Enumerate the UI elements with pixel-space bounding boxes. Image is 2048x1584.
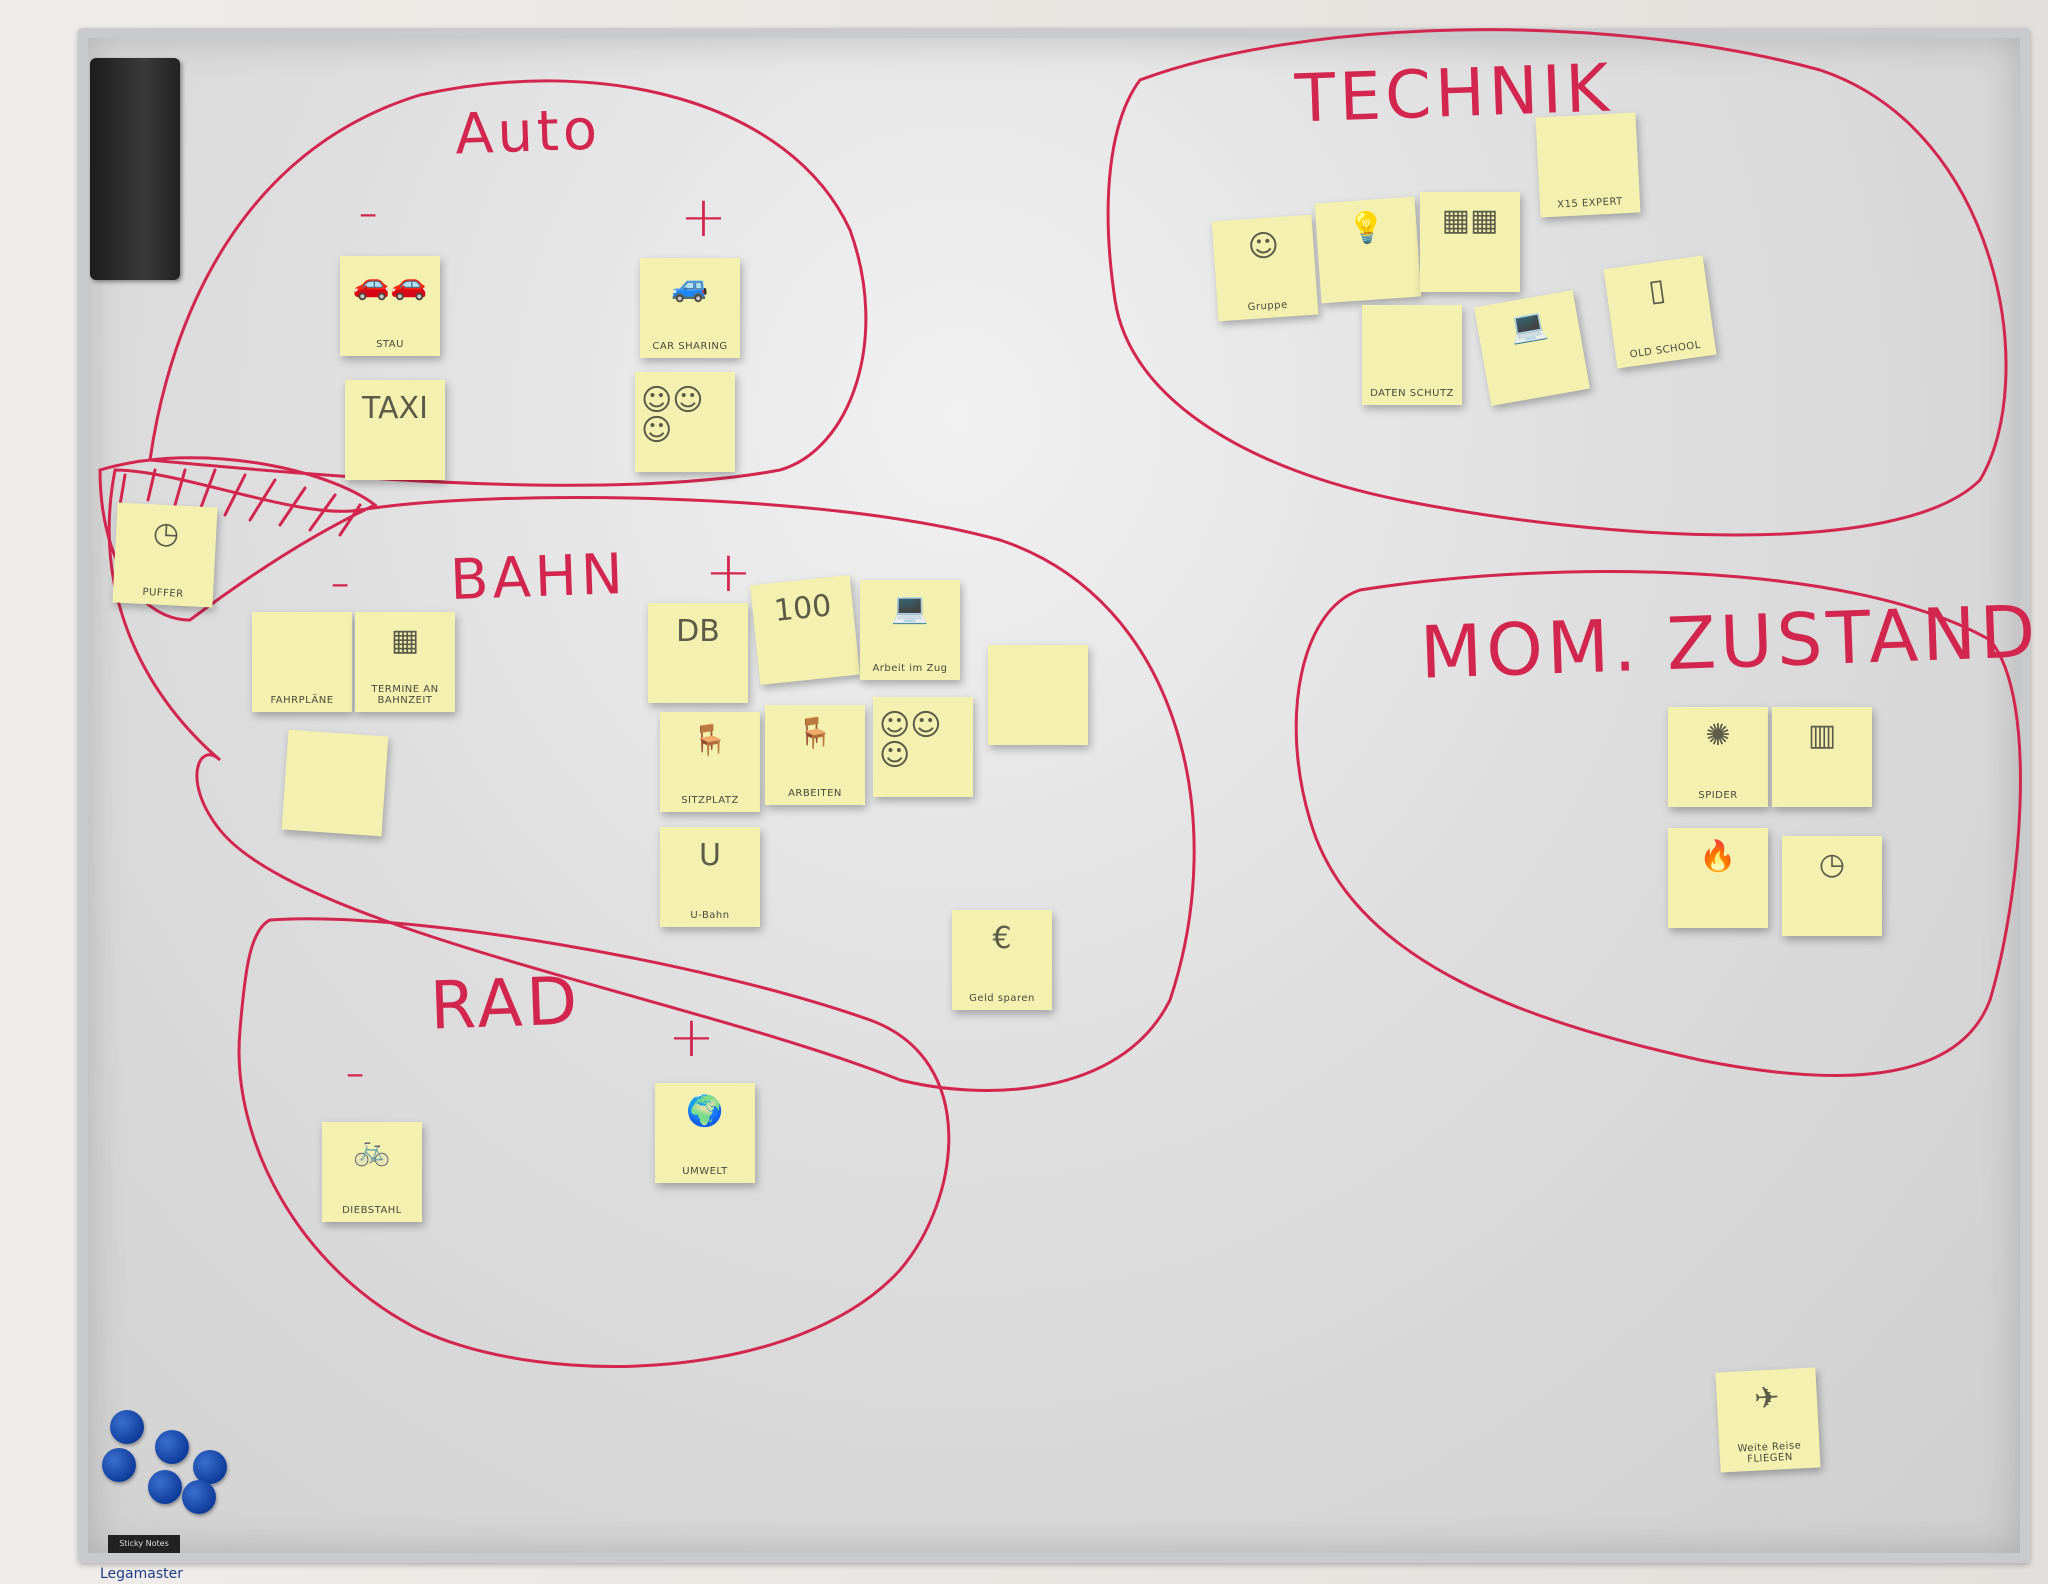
sticky-note[interactable]: 🔥 — [1668, 828, 1768, 928]
sticky-note[interactable]: ▦▦ — [1420, 192, 1520, 292]
sticky-note[interactable]: X15 EXPERT — [1535, 112, 1641, 218]
auto-minus-sign: - — [358, 180, 379, 245]
rad-plus-sign: + — [668, 1005, 715, 1070]
auto-plus-sign: + — [680, 185, 727, 250]
magnet[interactable] — [182, 1480, 216, 1514]
sticky-note[interactable]: ☺ Gruppe — [1211, 214, 1319, 322]
bahn-minus-sign: - — [330, 550, 351, 615]
sticky-note[interactable] — [988, 645, 1088, 745]
sticky-note[interactable]: ◷ PUFFER — [112, 502, 218, 608]
heading-rad: RAD — [428, 962, 583, 1045]
brand-logo: Legamaster — [100, 1566, 184, 1582]
magnet[interactable] — [102, 1448, 136, 1482]
sticky-note[interactable]: 💻 Arbeit im Zug — [860, 580, 960, 680]
sticky-note[interactable]: ▯ OLD SCHOOL — [1603, 255, 1717, 369]
sticky-note[interactable]: 🪑 SITZPLATZ — [660, 712, 760, 812]
magnet[interactable] — [110, 1410, 144, 1444]
magnet[interactable] — [193, 1450, 227, 1484]
sticky-note[interactable]: ✈ Weite Reise FLIEGEN — [1715, 1367, 1821, 1473]
sticky-note[interactable]: 🌍 UMWELT — [655, 1083, 755, 1183]
sticky-note[interactable]: 💡 — [1314, 196, 1422, 304]
heading-auto: Auto — [453, 97, 603, 168]
sticky-note[interactable]: ☺☺☺ — [635, 372, 735, 472]
sticky-note[interactable] — [281, 729, 389, 837]
sticky-note[interactable]: 🪑 ARBEITEN — [765, 705, 865, 805]
sticky-note[interactable]: 🚗🚗 STAU — [340, 256, 440, 356]
board-eraser — [90, 58, 180, 280]
sticky-note[interactable]: ◷ — [1782, 836, 1882, 936]
sticky-note[interactable]: ▥ — [1772, 707, 1872, 807]
magnet[interactable] — [155, 1430, 189, 1464]
sticky-note[interactable]: U U-Bahn — [660, 827, 760, 927]
tray-label: Sticky Notes — [108, 1535, 180, 1553]
sticky-note[interactable]: DATEN SCHUTZ — [1362, 305, 1462, 405]
sticky-note[interactable]: 🚲 DIEBSTAHL — [322, 1122, 422, 1222]
sticky-note[interactable]: ▦ TERMINE AN BAHNZEIT — [355, 612, 455, 712]
sticky-note[interactable]: DB — [648, 603, 748, 703]
heading-bahn: BAHN — [448, 541, 628, 614]
sticky-note[interactable]: TAXI — [345, 380, 445, 480]
rad-minus-sign: - — [345, 1040, 366, 1105]
sticky-note[interactable]: 100 — [750, 575, 860, 685]
sticky-note[interactable]: FAHRPLÄNE — [252, 612, 352, 712]
sticky-note[interactable]: 💻 — [1474, 290, 1590, 406]
sticky-note[interactable]: € Geld sparen — [952, 910, 1052, 1010]
bahn-plus-sign: + — [705, 540, 752, 605]
sticky-note[interactable]: 🚙 CAR SHARING — [640, 258, 740, 358]
sticky-note[interactable]: ✺ SPIDER — [1668, 707, 1768, 807]
sticky-note[interactable]: ☺☺☺ — [873, 697, 973, 797]
magnet[interactable] — [148, 1470, 182, 1504]
